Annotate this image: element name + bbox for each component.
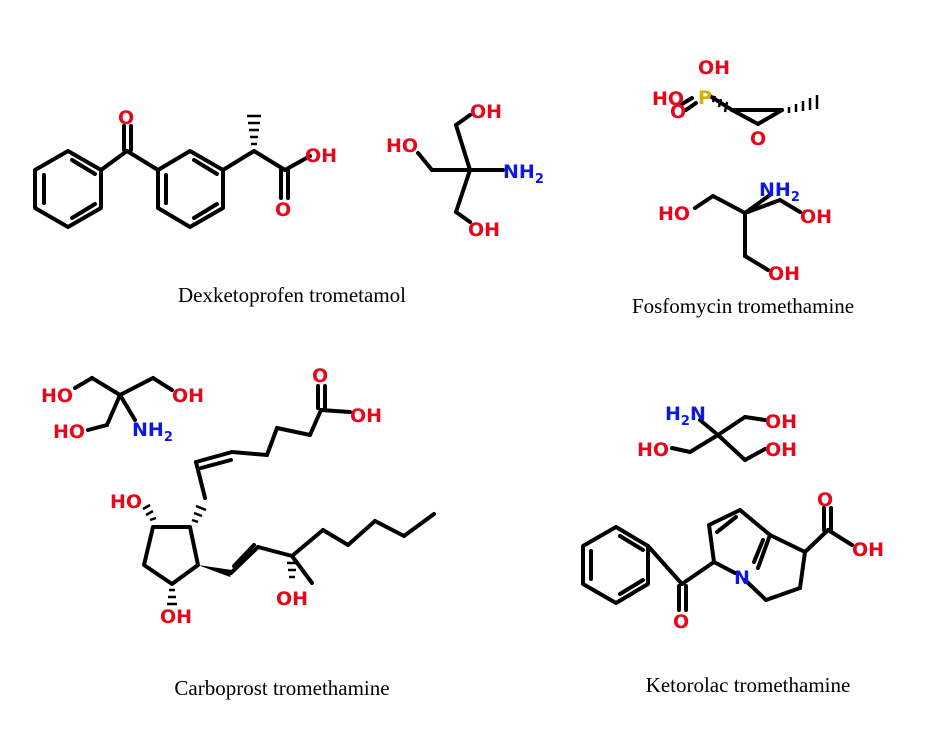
atom-o: O [670,101,686,123]
atom-oh: OH [768,263,800,285]
atom-oh: OH [800,206,832,228]
atom-o: O [817,489,833,511]
atom-oh: OH [765,439,797,461]
fosfomycin-structure: OH P HO O O [652,57,819,150]
atom-oh: OH [172,385,204,407]
tromethamine-structure-1: OH HO NH2 OH [386,101,544,241]
compound-name-ketorolac: Ketorolac tromethamine [646,673,851,697]
atom-o: O [673,611,689,633]
ketorolac-structure: N O O OH [581,489,884,633]
atom-ho: HO [658,203,690,225]
atom-oh: OH [468,219,500,241]
carboprost-structure: O OH HO OH OH [110,365,436,628]
atom-o: O [312,365,328,387]
dexketoprofen-structure: O OH O [33,107,337,229]
atom-h2n: H2N [665,403,706,429]
compound-name-fosfomycin: Fosfomycin tromethamine [632,294,854,318]
tromethamine-structure-2: NH2 HO OH OH [658,179,832,285]
atom-ho: HO [386,135,418,157]
atom-oh: OH [160,606,192,628]
atom-nh2: NH2 [759,179,800,205]
atom-nh2: NH2 [132,419,173,445]
atom-ho: HO [110,491,142,513]
atom-oh: OH [276,588,308,610]
atom-ho: HO [41,385,73,407]
tromethamine-structure-4: H2N OH HO OH [637,403,797,462]
compound-name-carboprost: Carboprost tromethamine [174,676,389,700]
atom-o: O [750,128,766,150]
atom-oh: OH [765,411,797,433]
atom-o: O [118,107,134,129]
atom-oh: OH [305,145,337,167]
atom-nh2: NH2 [503,161,544,187]
atom-ho: HO [53,421,85,443]
atom-ho: HO [637,439,669,461]
atom-o: O [275,199,291,221]
atom-p: P [698,87,712,109]
atom-ho: HO [652,88,684,110]
compound-name-dexketoprofen: Dexketoprofen trometamol [178,283,406,307]
atom-oh: OH [698,57,730,79]
tromethamine-structure-3: HO OH HO NH2 [41,376,204,445]
atom-oh: OH [350,405,382,427]
atom-n: N [734,567,750,589]
atom-oh: OH [470,101,502,123]
atom-oh: OH [852,539,884,561]
